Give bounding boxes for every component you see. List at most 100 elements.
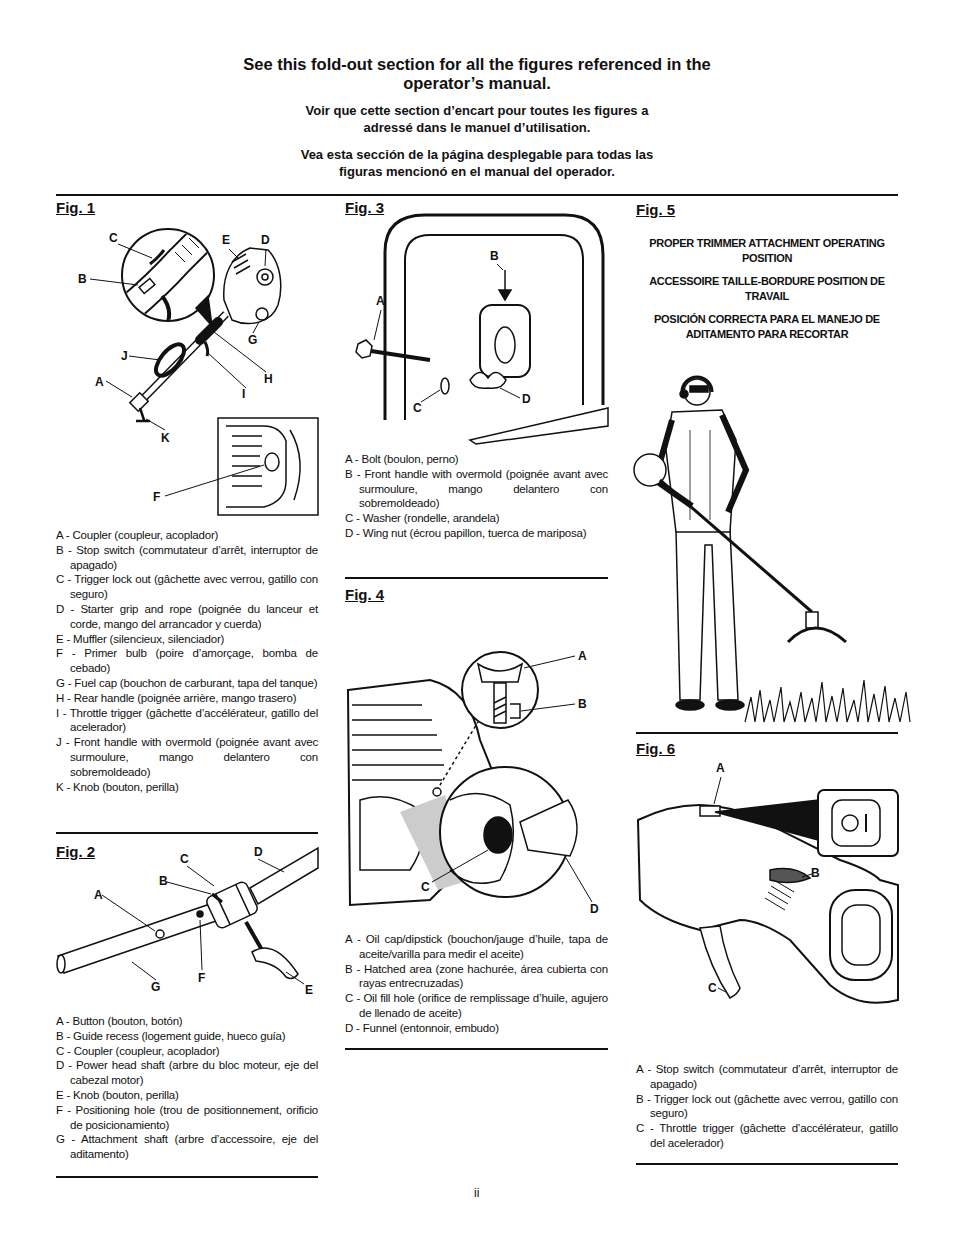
shaft-coupler-drawing	[57, 955, 65, 973]
trimmer-powerhead-drawing	[150, 250, 164, 264]
callout-letter: A	[376, 294, 385, 308]
legend-entry: J - Front handle with overmold (poignée …	[56, 735, 318, 779]
operator-figure	[716, 700, 744, 710]
subtitle: Voir que cette section d’encart pour tou…	[291, 102, 663, 136]
leader-lines	[102, 895, 155, 931]
callout-letter: K	[161, 431, 170, 445]
subtitle: Vea esta sección de la página desplegabl…	[291, 146, 663, 180]
legend-entry: E - Muffler (silencieux, silenciador)	[56, 632, 318, 647]
leader-lines	[208, 353, 246, 388]
callout-letter: I	[242, 387, 245, 401]
legend-entry: A - Button (bouton, botón)	[56, 1014, 318, 1029]
shaft-coupler-drawing	[197, 911, 203, 917]
leader-lines	[374, 264, 520, 402]
legend-entry: B - Guide recess (logement guide, hueco …	[56, 1029, 318, 1044]
callout-letter: E	[222, 233, 230, 247]
leader-lines	[90, 244, 266, 496]
shaft-coupler-drawing	[252, 948, 298, 978]
legend-entry: D - Wing nut (écrou papillon, tuerca de …	[345, 526, 608, 541]
oil-fill-drawing	[352, 705, 444, 780]
oil-fill-drawing	[494, 683, 506, 723]
operator-figure	[682, 377, 712, 392]
leader-lines	[802, 874, 812, 877]
trimmer-powerhead-drawing	[262, 274, 268, 280]
section-rules	[56, 1176, 318, 1178]
handle-closeup-drawing	[842, 905, 880, 965]
leader-lines	[714, 777, 721, 804]
callout-letter: C	[180, 852, 189, 866]
callout-letter: B	[159, 874, 168, 888]
legend-entry: A - Bolt (boulon, perno)	[345, 452, 608, 467]
trimmer-powerhead-drawing	[265, 453, 279, 471]
legend-entry: D - Funnel (entonnoir, embudo)	[345, 1021, 608, 1036]
shaft-coupler-drawing	[58, 904, 216, 973]
legend-entry: B - Front handle with overmold (poignée …	[345, 467, 608, 511]
figure-caption: POSICIÓN CORRECTA PARA EL MANEJO DE ADIT…	[636, 312, 898, 342]
trimmer-powerhead-drawing	[196, 296, 212, 326]
callout-letter: F	[198, 971, 205, 985]
leader-lines	[265, 249, 266, 266]
leader-lines	[566, 858, 592, 902]
handle-closeup-drawing	[842, 815, 858, 831]
front-handle-drawing	[495, 327, 515, 363]
leader-lines	[90, 279, 138, 285]
shaft-coupler-drawing	[156, 930, 164, 938]
leader-lines	[187, 866, 214, 886]
handle-closeup-drawing	[715, 800, 818, 840]
leader-lines	[258, 859, 284, 872]
legend-entry: B - Stop switch (commutateur d’arrêt, in…	[56, 543, 318, 573]
callout-letter: C	[421, 880, 430, 894]
callout-letter: G	[248, 333, 257, 347]
legend-entry: B - Trigger lock out (gâchette avec verr…	[636, 1092, 898, 1122]
legend-entry: E - Knob (bouton, perilla)	[56, 1088, 318, 1103]
trimmer-powerhead-drawing	[218, 418, 318, 515]
trimmer-powerhead-drawing	[257, 269, 273, 285]
leader-lines	[718, 988, 726, 992]
section-rules	[56, 195, 898, 1177]
callout-letter: D	[261, 233, 270, 247]
figure-heading: Fig. 5	[636, 201, 675, 218]
leader-lines	[102, 859, 304, 984]
handle-closeup-drawing	[638, 777, 898, 1003]
front-handle-drawing	[504, 270, 506, 292]
legend-entry: G - Fuel cap (bouchon de carburant, tapa…	[56, 676, 318, 691]
handle-closeup-drawing	[865, 814, 867, 832]
legend-entry: F - Positioning hole (trou de positionne…	[56, 1103, 318, 1133]
handle-closeup-drawing	[770, 869, 810, 883]
trimmer-powerhead-drawing	[200, 322, 218, 340]
legend-entry: G - Attachment shaft (arbre d’accessoire…	[56, 1132, 318, 1162]
callout-letter: A	[716, 761, 725, 775]
figure-heading: Fig. 6	[636, 740, 675, 757]
section-rules	[636, 732, 898, 734]
legend-entry: B - Hatched area (zone hachurée, área cu…	[345, 962, 608, 992]
leader-lines	[421, 390, 440, 402]
callout-letter: C	[109, 231, 118, 245]
operator-figure	[676, 530, 738, 700]
legend-entry: D - Power head shaft (arbre du bloc mote…	[56, 1058, 318, 1088]
front-handle-drawing	[441, 378, 449, 394]
leader-lines	[118, 244, 152, 258]
page-number: ii	[474, 1186, 479, 1200]
trimmer-powerhead-drawing	[226, 426, 286, 507]
legend-entry: C - Coupler (coupleur, acoplador)	[56, 1044, 318, 1059]
callout-letter: A	[94, 888, 103, 902]
front-handle-drawing	[405, 235, 583, 420]
figure-heading: Fig. 2	[56, 843, 95, 860]
section-rules	[345, 577, 608, 579]
shaft-coupler-drawing	[205, 880, 259, 929]
leader-lines	[374, 310, 381, 340]
callout-letter: J	[121, 349, 128, 363]
section-rules	[56, 194, 898, 196]
trimmer-powerhead-drawing	[256, 308, 268, 320]
trimmer-powerhead-drawing	[139, 278, 155, 293]
front-handle-drawing	[470, 372, 506, 388]
figure-heading: Fig. 1	[56, 199, 95, 216]
callout-letter: A	[95, 375, 104, 389]
section-rules	[636, 1163, 898, 1165]
figure-caption: PROPER TRIMMER ATTACHMENT OPERATING POSI…	[636, 236, 898, 266]
trimmer-powerhead-drawing	[232, 254, 250, 274]
handle-closeup-drawing	[832, 800, 880, 846]
callout-letter: D	[522, 392, 531, 406]
front-handle-drawing	[356, 215, 608, 444]
